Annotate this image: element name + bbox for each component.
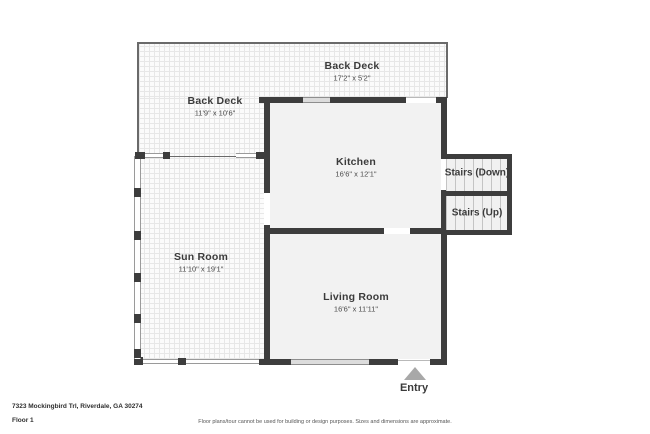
- room-label-back-deck-top: Back Deck: [324, 60, 380, 72]
- window-post: [134, 188, 141, 197]
- wall-segment: [264, 97, 270, 193]
- room-label-sun-room: Sun Room: [173, 251, 229, 263]
- room-label-stairs-up: Stairs (Up): [451, 207, 503, 219]
- wall-segment: [441, 97, 447, 158]
- room-dims-sun-room: 11'10" x 19'1": [178, 264, 224, 274]
- wall-segment: [259, 359, 291, 365]
- wall-segment: [259, 97, 303, 103]
- corner-post: [134, 357, 143, 365]
- window-post: [134, 231, 141, 240]
- window: [291, 359, 369, 365]
- room-label-back-deck-left: Back Deck: [187, 95, 243, 107]
- window: [145, 153, 163, 158]
- stairs-wall-top: [441, 154, 512, 159]
- door-threshold: [406, 97, 436, 98]
- address-text: 7323 Mockingbird Trl, Riverdale, GA 3027…: [12, 403, 143, 410]
- room-dims-back-deck-top: 17'2" x 5'2": [333, 73, 371, 83]
- wall-segment: [430, 359, 447, 365]
- window: [186, 359, 220, 364]
- stairs-wall-bottom: [441, 230, 512, 235]
- window-post: [134, 314, 141, 323]
- deck-outline-top: [137, 42, 448, 44]
- window-post: [256, 152, 265, 159]
- entry-arrow-icon: [404, 367, 426, 380]
- window-post: [134, 273, 141, 282]
- room-label-kitchen: Kitchen: [336, 156, 376, 168]
- kitchen-floor: [270, 103, 441, 228]
- window-post: [163, 152, 170, 159]
- room-dims-living-room: 16'6" x 11'11": [333, 304, 379, 314]
- window: [303, 97, 330, 103]
- wall-segment: [264, 225, 270, 365]
- living-room-floor: [270, 234, 441, 359]
- wall-segment: [441, 190, 447, 365]
- window: [236, 153, 256, 158]
- room-label-stairs-down: Stairs (Down): [444, 167, 510, 179]
- entry-threshold: [398, 360, 430, 361]
- deck-outline-left: [137, 42, 139, 156]
- window-post: [178, 358, 186, 365]
- window: [220, 359, 259, 364]
- wall-segment: [330, 97, 406, 103]
- window-wall-left: [134, 156, 141, 359]
- floor-text: Floor 1: [12, 417, 34, 424]
- stairs-down-treads: [446, 159, 507, 191]
- deck-outline-right: [446, 42, 448, 98]
- room-label-living-room: Living Room: [323, 291, 389, 303]
- back-deck-top-floor: [139, 44, 446, 97]
- window: [143, 359, 178, 364]
- window-post: [134, 349, 141, 358]
- disclaimer-text: Floor plans/tour cannot be used for buil…: [198, 419, 452, 425]
- deck-sunroom-divider: [137, 156, 264, 157]
- room-dims-kitchen: 16'6" x 12'1": [335, 169, 377, 179]
- window-post: [135, 152, 145, 159]
- room-dims-back-deck-left: 11'9" x 10'6": [194, 108, 236, 118]
- wall-segment: [264, 228, 384, 234]
- back-deck-sunroom-floor: [139, 97, 264, 359]
- wall-segment: [410, 228, 447, 234]
- stairs-up-treads: [446, 196, 507, 230]
- entry-label: Entry: [399, 382, 429, 394]
- stairs-wall-middle: [443, 191, 512, 196]
- wall-segment: [369, 359, 398, 365]
